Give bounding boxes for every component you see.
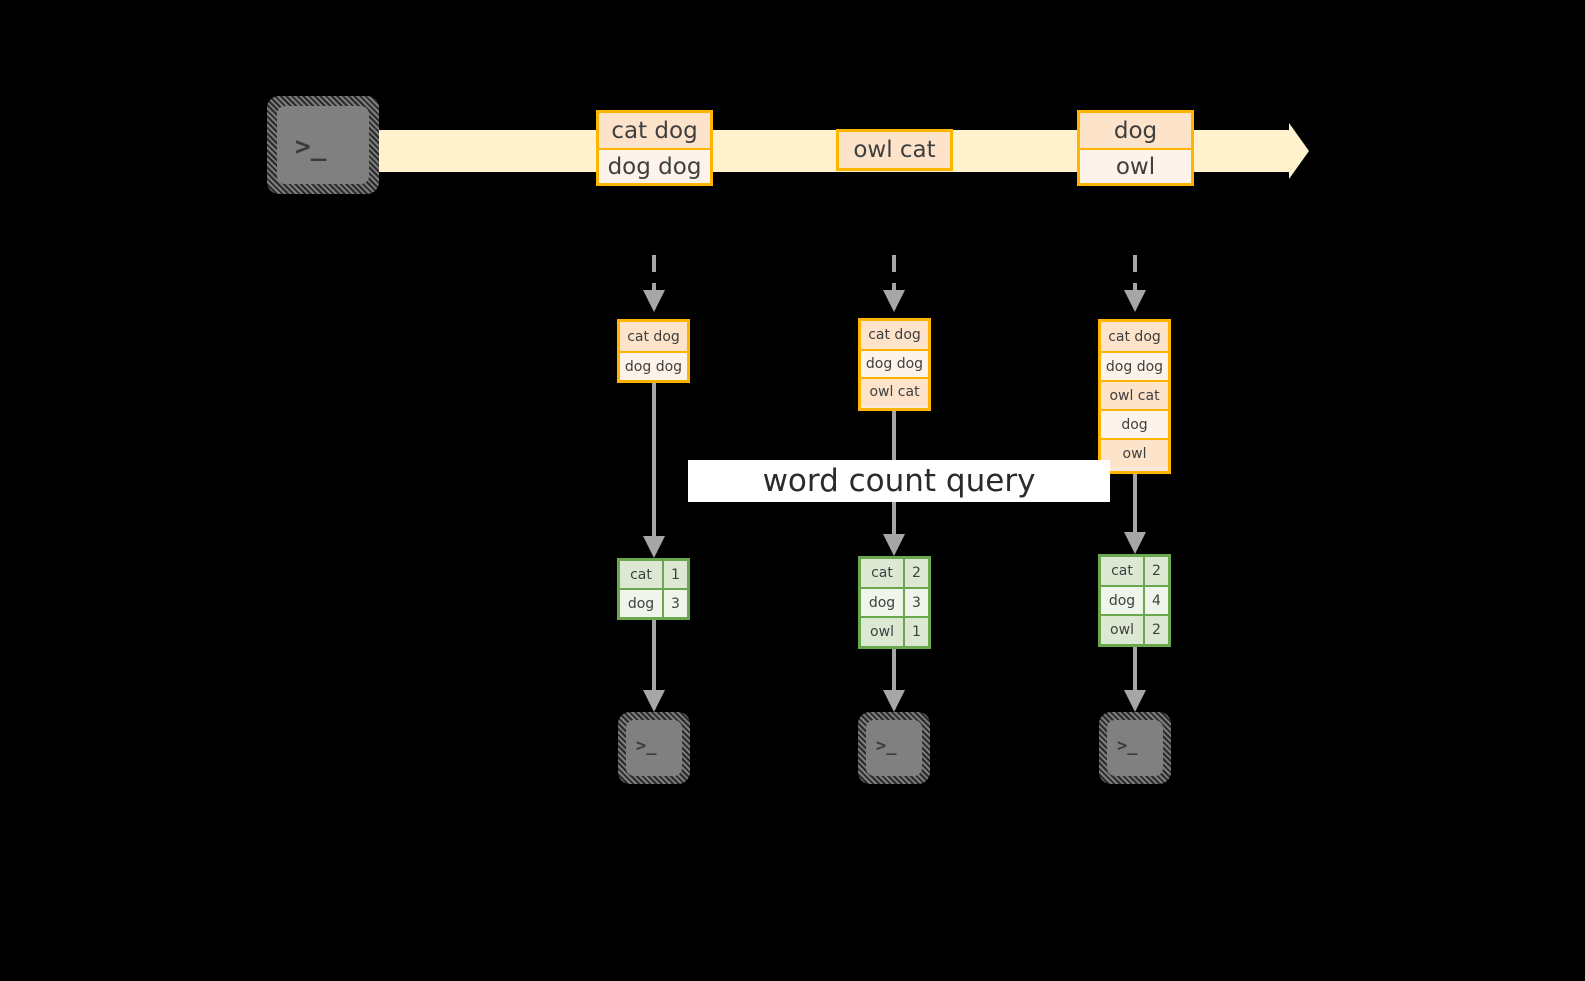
terminal-screen — [1107, 720, 1163, 776]
snapshot-tap-arrowhead — [883, 290, 905, 312]
stream-group-2: owl cat — [836, 129, 953, 171]
terminal-prompt-glyph: >_ — [876, 736, 897, 756]
buffer-record: owl cat — [1101, 380, 1168, 409]
result-word: cat — [620, 561, 664, 588]
stream-record: owl — [1080, 148, 1191, 183]
snapshot-1-buffer: cat dog dog dog — [617, 319, 690, 383]
result-word: dog — [620, 590, 664, 617]
result-count: 3 — [905, 588, 928, 617]
query-flow-line — [1133, 474, 1137, 534]
sink-flow-arrowhead — [1124, 690, 1146, 712]
result-count: 1 — [905, 618, 928, 647]
snapshot-2-sink-terminal[interactable]: >_ — [858, 712, 930, 784]
snapshot-2-buffer: cat dog dog dog owl cat — [858, 318, 931, 411]
result-word: dog — [1101, 586, 1145, 615]
buffer-record: dog dog — [620, 351, 687, 380]
snapshot-tap-line — [892, 255, 896, 293]
query-flow-arrowhead — [1124, 532, 1146, 554]
stream-source-terminal[interactable]: >_ — [267, 96, 379, 194]
stream-record: dog — [1080, 113, 1191, 148]
sink-flow-arrowhead — [883, 690, 905, 712]
snapshot-3-sink-terminal[interactable]: >_ — [1099, 712, 1171, 784]
result-count: 2 — [1145, 616, 1168, 645]
snapshot-2-result: cat 2 dog 3 owl 1 — [858, 556, 931, 649]
stream-record: dog dog — [599, 148, 710, 183]
stream-record: owl cat — [839, 132, 950, 168]
query-banner-label: word count query — [762, 463, 1036, 499]
result-row: cat 1 — [620, 561, 687, 588]
result-word: cat — [1101, 557, 1145, 585]
terminal-prompt-glyph: >_ — [295, 132, 327, 162]
result-word: owl — [861, 618, 905, 647]
snapshot-1-result: cat 1 dog 3 — [617, 558, 690, 620]
result-word: cat — [861, 559, 905, 587]
query-banner — [688, 460, 1110, 502]
sink-flow-line — [892, 649, 896, 692]
result-row: dog 3 — [861, 586, 928, 617]
stream-group-3: dog owl — [1077, 110, 1194, 186]
stream-group-1: cat dog dog dog — [596, 110, 713, 186]
query-flow-arrowhead — [643, 536, 665, 558]
snapshot-tap-line — [652, 255, 656, 293]
result-row: cat 2 — [861, 559, 928, 587]
buffer-record: cat dog — [1101, 322, 1168, 351]
query-flow-arrowhead — [883, 534, 905, 556]
sink-flow-line — [1133, 647, 1137, 692]
snapshot-3-result: cat 2 dog 4 owl 2 — [1098, 554, 1171, 647]
snapshot-tap-line — [1133, 255, 1137, 293]
snapshot-3-buffer: cat dog dog dog owl cat dog owl — [1098, 319, 1171, 474]
result-row: owl 1 — [861, 616, 928, 647]
query-flow-line — [652, 383, 656, 538]
terminal-screen — [626, 720, 682, 776]
terminal-prompt-glyph: >_ — [1117, 736, 1138, 756]
result-row: dog 4 — [1101, 584, 1168, 615]
result-word: dog — [861, 588, 905, 617]
result-count: 4 — [1145, 586, 1168, 615]
sink-flow-arrowhead — [643, 690, 665, 712]
snapshot-tap-arrowhead — [1124, 290, 1146, 312]
result-word: owl — [1101, 616, 1145, 645]
snapshot-tap-arrowhead — [643, 290, 665, 312]
sink-flow-line — [652, 620, 656, 692]
terminal-prompt-glyph: >_ — [636, 736, 657, 756]
result-row: dog 3 — [620, 588, 687, 617]
result-row: owl 2 — [1101, 614, 1168, 645]
terminal-screen — [866, 720, 922, 776]
buffer-record: cat dog — [861, 321, 928, 349]
buffer-record: dog dog — [861, 349, 928, 377]
snapshot-1-sink-terminal[interactable]: >_ — [618, 712, 690, 784]
result-count: 2 — [1145, 557, 1168, 585]
buffer-record: dog dog — [1101, 351, 1168, 380]
buffer-record: owl cat — [861, 377, 928, 405]
stream-record: cat dog — [599, 113, 710, 148]
buffer-record: dog — [1101, 409, 1168, 438]
buffer-record: cat dog — [620, 322, 687, 351]
result-count: 3 — [664, 590, 687, 617]
result-count: 1 — [664, 561, 687, 588]
stream-arrowhead — [1289, 123, 1309, 179]
result-row: cat 2 — [1101, 557, 1168, 585]
terminal-screen — [277, 106, 369, 184]
buffer-record: owl — [1101, 438, 1168, 467]
result-count: 2 — [905, 559, 928, 587]
